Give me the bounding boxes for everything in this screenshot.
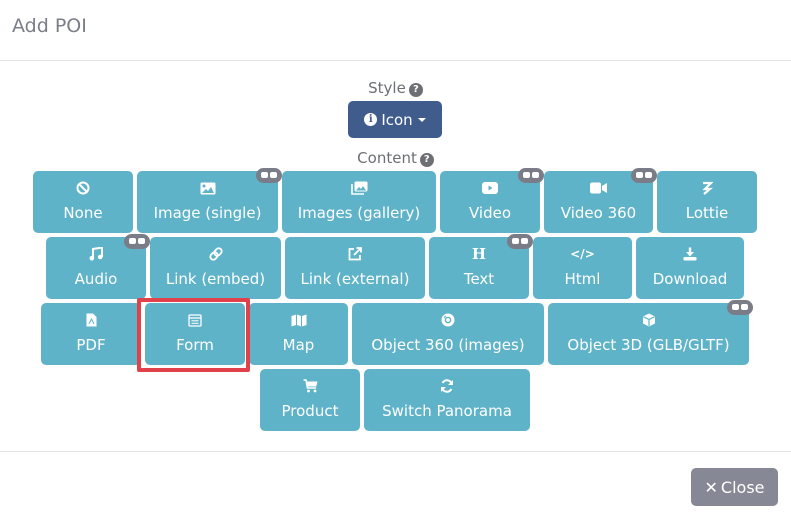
button-label: Video 360 <box>560 204 637 222</box>
button-label: None <box>63 204 103 222</box>
button-label: Form <box>176 336 214 354</box>
external-link-icon <box>285 245 425 263</box>
link-icon <box>150 245 281 263</box>
form-icon <box>145 311 245 329</box>
button-label: Video <box>468 204 512 222</box>
style-label-text: Style <box>368 79 406 97</box>
style-selected-label: Icon <box>381 110 413 129</box>
content-button-lottie[interactable]: Lottie <box>657 171 757 233</box>
button-label: Audio <box>74 270 118 288</box>
content-button-object-3d[interactable]: Object 3D (GLB/GLTF) <box>548 300 753 365</box>
times-icon: ✕ <box>704 477 718 497</box>
lottie-icon <box>657 179 757 197</box>
button-label: Link (external) <box>300 270 410 288</box>
content-button-video-360[interactable]: Video 360 <box>544 168 657 233</box>
close-label: Close <box>720 477 765 497</box>
content-button-form[interactable]: Form <box>145 303 245 365</box>
download-icon <box>636 245 744 263</box>
content-button-none[interactable]: None <box>33 171 133 233</box>
ban-icon <box>33 179 133 197</box>
code-icon: </> <box>570 247 595 261</box>
button-label: Object 360 (images) <box>371 336 525 354</box>
button-label: Link (embed) <box>165 270 266 288</box>
content-button-images-gallery[interactable]: Images (gallery) <box>282 171 436 233</box>
content-label-text: Content <box>357 149 417 167</box>
content-label: Content? <box>0 149 791 167</box>
vr-cardboard-icon <box>518 168 544 183</box>
close-button[interactable]: ✕ Close <box>691 468 778 506</box>
heading-icon: H <box>471 245 487 263</box>
button-label: Map <box>282 336 315 354</box>
content-button-link-external[interactable]: Link (external) <box>285 237 425 299</box>
content-button-download[interactable]: Download <box>636 237 744 299</box>
content-button-object-360[interactable]: Object 360 (images) <box>352 303 544 365</box>
style-dropdown-button[interactable]: i Icon <box>348 101 442 138</box>
content-button-map[interactable]: Map <box>249 303 348 365</box>
content-button-audio[interactable]: Audio <box>46 234 150 299</box>
button-label: Images (gallery) <box>297 204 421 222</box>
content-button-image-single[interactable]: Image (single) <box>137 168 282 233</box>
content-button-pdf[interactable]: PDF <box>41 303 141 365</box>
button-label: Lottie <box>685 204 729 222</box>
info-circle-icon: i <box>364 113 378 126</box>
dialog-title: Add POI <box>12 15 87 37</box>
content-button-link-embed[interactable]: Link (embed) <box>150 237 281 299</box>
compact-disc-icon <box>352 311 544 329</box>
content-button-text[interactable]: H Text <box>429 234 533 299</box>
caret-down-icon <box>417 117 426 122</box>
vr-cardboard-icon <box>507 234 533 249</box>
vr-cardboard-icon <box>256 168 282 183</box>
button-label: Image (single) <box>153 204 262 222</box>
content-button-video[interactable]: Video <box>440 168 544 233</box>
cube-icon <box>548 311 749 329</box>
button-label: Object 3D (GLB/GLTF) <box>567 336 730 354</box>
content-button-html[interactable]: </> Html <box>533 237 632 299</box>
button-label: Download <box>652 270 728 288</box>
youtube-icon <box>440 179 540 197</box>
content-button-switch-panorama[interactable]: Switch Panorama <box>364 369 530 431</box>
style-label: Style? <box>0 79 791 97</box>
file-pdf-icon <box>41 311 141 329</box>
button-label: Html <box>564 270 601 288</box>
sync-icon <box>364 377 530 395</box>
button-label: Product <box>281 402 339 420</box>
question-circle-icon[interactable]: ? <box>408 83 423 97</box>
content-button-product[interactable]: Product <box>260 369 360 431</box>
dialog-header: Add POI <box>0 0 791 61</box>
music-icon <box>46 245 146 263</box>
button-label: Text <box>463 270 495 288</box>
images-icon <box>282 179 436 197</box>
vr-cardboard-icon <box>727 300 753 315</box>
button-label: PDF <box>76 336 106 354</box>
footer-divider <box>0 451 791 452</box>
button-label: Switch Panorama <box>382 402 512 420</box>
question-circle-icon[interactable]: ? <box>419 153 434 167</box>
shopping-cart-icon <box>260 377 360 395</box>
image-icon <box>137 179 278 197</box>
video-camera-icon <box>544 179 653 197</box>
vr-cardboard-icon <box>124 234 150 249</box>
map-icon <box>249 311 348 329</box>
vr-cardboard-icon <box>631 168 657 183</box>
